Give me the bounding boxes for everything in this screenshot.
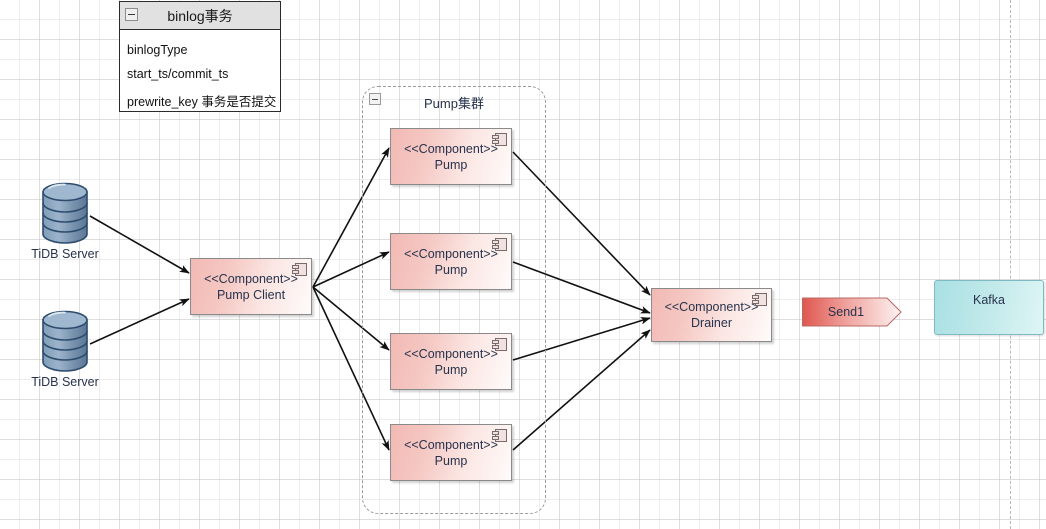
- tidb-server-node-2[interactable]: TiDB Server: [20, 310, 110, 389]
- kafka-label: Kafka: [973, 293, 1005, 307]
- component-name: Pump Client: [216, 287, 286, 302]
- component-stereotype: <<Component>>: [664, 300, 759, 314]
- group-pump-cluster[interactable]: Pump集群: [362, 86, 546, 514]
- component-stereotype: <<Component>>: [404, 437, 498, 452]
- component-pump-3[interactable]: <<Component>> Pump: [390, 333, 512, 390]
- binlog-note-box[interactable]: binlog事务 binlogType start_ts/commit_ts p…: [119, 1, 281, 112]
- binlog-note-row: start_ts/commit_ts: [127, 67, 229, 81]
- component-name: Pump: [434, 262, 468, 277]
- component-stereotype: <<Component>>: [204, 271, 298, 286]
- component-name: Pump: [434, 362, 468, 377]
- component-name: Drainer: [691, 316, 732, 330]
- kafka-box[interactable]: Kafka: [934, 280, 1044, 335]
- binlog-note-row: prewrite_key 事务是否提交: [127, 95, 277, 109]
- group-title: Pump集群: [424, 96, 484, 111]
- binlog-note-row: binlogType: [127, 43, 188, 57]
- uml-component-icon: [492, 338, 507, 351]
- uml-component-icon: [292, 263, 307, 276]
- send1-arrow-glyph: [802, 297, 902, 327]
- send1-arrow-shape[interactable]: Send1: [802, 297, 902, 327]
- component-stereotype: <<Component>>: [404, 246, 498, 261]
- uml-component-icon: [492, 429, 507, 442]
- uml-component-icon: [492, 133, 507, 146]
- uml-component-icon: [752, 293, 767, 306]
- component-pump-client[interactable]: <<Component>> Pump Client: [190, 258, 312, 315]
- binlog-note-title: binlog事务: [167, 7, 233, 24]
- tidb-server-label: TiDB Server: [31, 247, 99, 261]
- component-pump-1[interactable]: <<Component>> Pump: [390, 128, 512, 185]
- collapse-minus-icon[interactable]: [125, 8, 138, 21]
- component-drainer[interactable]: <<Component>> Drainer: [651, 288, 772, 342]
- binlog-note-rows: binlogType start_ts/commit_ts prewrite_k…: [120, 30, 280, 121]
- tidb-server-label: TiDB Server: [31, 375, 99, 389]
- tidb-server-node-1[interactable]: TiDB Server: [20, 182, 110, 261]
- component-name: Pump: [434, 157, 468, 172]
- component-pump-2[interactable]: <<Component>> Pump: [390, 233, 512, 290]
- send1-label: Send1: [827, 305, 865, 319]
- component-pump-4[interactable]: <<Component>> Pump: [390, 424, 512, 481]
- component-stereotype: <<Component>>: [404, 141, 498, 156]
- page-break-guide: [1010, 0, 1011, 529]
- database-cylinder-icon: [42, 182, 88, 244]
- binlog-note-header: binlog事务: [120, 2, 280, 30]
- database-cylinder-icon: [42, 310, 88, 372]
- component-name: Pump: [434, 453, 468, 468]
- component-stereotype: <<Component>>: [404, 346, 498, 361]
- uml-component-icon: [492, 238, 507, 251]
- collapse-minus-icon[interactable]: [369, 93, 381, 105]
